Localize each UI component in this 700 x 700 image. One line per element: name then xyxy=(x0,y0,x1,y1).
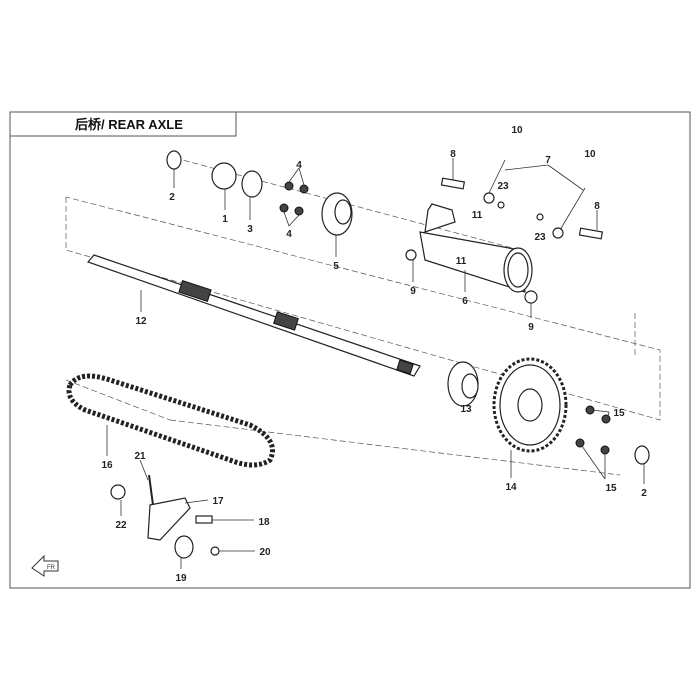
adjuster-arms-7 xyxy=(483,159,586,239)
tensioner-arm-17 xyxy=(147,497,191,541)
bolt-18 xyxy=(195,515,213,524)
callout-23: 23 xyxy=(534,232,546,243)
diagram-title: 后桥/ REAR AXLE xyxy=(75,117,183,132)
callout-2: 2 xyxy=(169,192,175,203)
callout-10: 10 xyxy=(584,149,596,160)
leader-lines xyxy=(106,158,645,569)
callout-20: 20 xyxy=(259,547,271,558)
callout-22: 22 xyxy=(115,520,127,531)
bolt-8 xyxy=(578,227,604,240)
drive-chain-16 xyxy=(66,373,275,468)
callout-9: 9 xyxy=(528,322,534,333)
callout-1: 1 xyxy=(222,214,228,225)
callout-4: 4 xyxy=(286,229,292,240)
callout-19: 19 xyxy=(175,573,187,584)
callout-13: 13 xyxy=(460,404,472,415)
callout-23: 23 xyxy=(497,181,509,192)
callout-10: 10 xyxy=(511,125,523,136)
callout-4: 4 xyxy=(296,160,302,171)
callout-11: 11 xyxy=(456,256,467,267)
callout-9: 9 xyxy=(410,286,416,297)
washer-20 xyxy=(210,546,220,556)
pin-21 xyxy=(148,474,154,506)
oil-seal-2 xyxy=(166,150,182,170)
bearing-housing-6 xyxy=(419,203,533,293)
callout-18: 18 xyxy=(258,517,270,528)
bolt-8 xyxy=(440,177,466,190)
callout-17: 17 xyxy=(212,496,224,507)
diagram-frame xyxy=(9,111,691,589)
callout-6: 6 xyxy=(462,296,468,307)
callout-2: 2 xyxy=(641,488,647,499)
front-direction-arrow: FR xyxy=(31,554,59,577)
washer-23 xyxy=(497,201,505,209)
nut-9 xyxy=(524,290,538,304)
callout-7: 7 xyxy=(545,155,551,166)
callout-15: 15 xyxy=(613,408,625,419)
oil-seal-2 xyxy=(634,445,650,465)
washer-23 xyxy=(536,213,544,221)
callout-5: 5 xyxy=(333,261,339,272)
callout-14: 14 xyxy=(505,482,517,493)
callout-11: 11 xyxy=(472,210,483,221)
washer-9 xyxy=(405,249,417,261)
sprocket-14 xyxy=(492,357,568,453)
chain-outline-left xyxy=(65,379,171,421)
callout-12: 12 xyxy=(135,316,147,327)
callout-3: 3 xyxy=(247,224,253,235)
roller-19 xyxy=(174,535,194,559)
nut-3 xyxy=(241,170,263,198)
callout-labels: 1 2 2 3 4 4 5 6 7 8 8 9 9 10 10 11 11 12… xyxy=(101,125,647,584)
lock-nut-1 xyxy=(211,162,237,190)
callout-15: 15 xyxy=(605,483,617,494)
axle-shaft xyxy=(86,254,421,377)
callout-8: 8 xyxy=(450,149,456,160)
callout-16: 16 xyxy=(101,460,113,471)
axle-assembly-outline xyxy=(65,196,661,421)
callout-8: 8 xyxy=(594,201,600,212)
callout-21: 21 xyxy=(134,451,146,462)
spring-22 xyxy=(110,484,126,500)
bolts-15 xyxy=(575,405,611,455)
title-box xyxy=(9,111,237,137)
chain-outline xyxy=(169,419,621,476)
svg-text:FR: FR xyxy=(47,565,56,571)
